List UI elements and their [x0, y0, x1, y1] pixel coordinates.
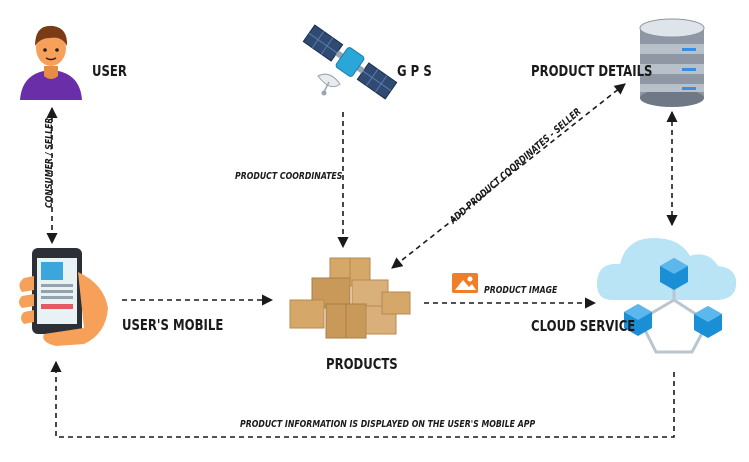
node-label-product-details: PRODUCT DETAILS: [531, 62, 653, 80]
cube-right: [694, 306, 722, 338]
cube-top: [660, 258, 688, 290]
connectors: [46, 83, 678, 438]
edge-details-products: [391, 83, 626, 269]
cloud-network-icon: [596, 238, 737, 354]
user-avatar-icon: [18, 25, 84, 100]
edge-label-consumer-seller: CONSUMER / SELLER: [44, 117, 55, 208]
image-icon: [452, 273, 478, 293]
edge-label-product-image: PRODUCT IMAGE: [484, 285, 558, 296]
satellite-icon: [302, 24, 398, 100]
edge-label-product-information: PRODUCT INFORMATION IS DISPLAYED ON THE …: [240, 419, 536, 430]
node-label-cloud-service: CLOUD SERVICE: [531, 317, 636, 335]
cube-left: [624, 304, 652, 336]
edge-label-product-coordinates: PRODUCT COORDINATES: [235, 171, 343, 182]
smartphone-in-hand-icon: [19, 248, 109, 346]
node-label-users-mobile: USER'S MOBILE: [122, 316, 224, 334]
boxes-icon: [289, 257, 411, 339]
database-icon: [639, 18, 705, 107]
node-label-user: USER: [92, 62, 127, 80]
node-label-gps: G P S: [397, 62, 432, 80]
node-label-products: PRODUCTS: [326, 355, 398, 373]
edge-cloud-mobile: [50, 360, 675, 438]
